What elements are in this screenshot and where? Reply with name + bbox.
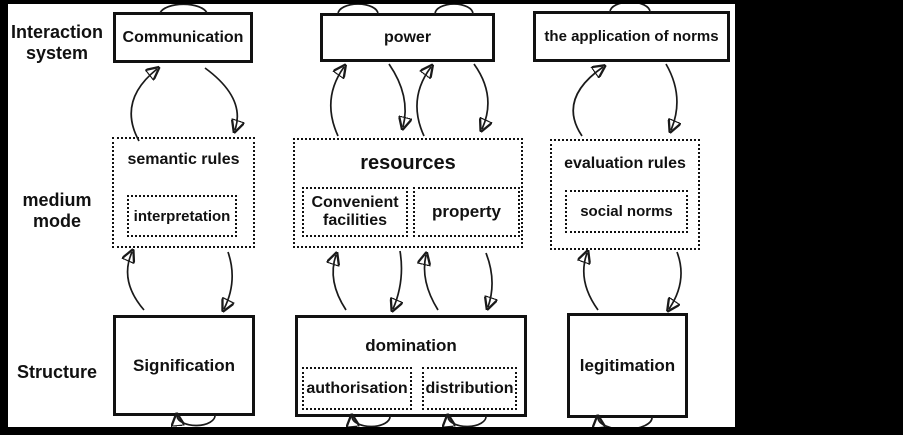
box-distribution: distribution: [422, 367, 517, 410]
box-signification: Signification: [113, 315, 255, 416]
frame-bottom: [0, 427, 903, 435]
box-semantic-rules: semantic rules interpretation: [112, 137, 255, 248]
box-communication-label: Communication: [122, 28, 244, 46]
box-authorisation-label: authorisation: [306, 379, 408, 397]
box-social-norms-label: social norms: [580, 203, 673, 220]
box-legitimation: legitimation: [567, 313, 688, 418]
row-label-interaction-system: Interaction system: [10, 22, 103, 64]
box-application-of-norms: the application of norms: [533, 11, 730, 62]
box-domination-label: domination: [365, 336, 457, 355]
box-evaluation-rules-label: evaluation rules: [564, 155, 686, 172]
box-resources: resources Convenient facilities property: [293, 138, 523, 248]
box-social-norms: social norms: [565, 190, 688, 233]
box-authorisation: authorisation: [302, 367, 412, 410]
frame-right: [735, 0, 903, 435]
box-property: property: [413, 187, 520, 237]
box-convenient-facilities: Convenient facilities: [302, 187, 408, 237]
box-interpretation-label: interpretation: [133, 207, 231, 225]
box-distribution-label: distribution: [425, 379, 514, 397]
box-convenient-facilities-label: Convenient facilities: [311, 193, 399, 229]
row-label-medium-mode: medium mode: [22, 190, 92, 232]
box-signification-label: Signification: [133, 355, 235, 375]
row-label-structure: Structure: [16, 362, 97, 382]
box-domination: domination authorisation distribution: [295, 315, 527, 417]
frame-top: [0, 0, 903, 4]
box-resources-label: resources: [360, 152, 456, 174]
box-legitimation-label: legitimation: [579, 355, 676, 375]
box-application-of-norms-label: the application of norms: [544, 28, 719, 45]
box-interpretation: interpretation: [127, 195, 237, 237]
box-property-label: property: [432, 202, 501, 221]
frame-left: [0, 0, 8, 435]
box-communication: Communication: [113, 12, 253, 63]
box-evaluation-rules: evaluation rules social norms: [550, 139, 700, 250]
box-semantic-rules-label: semantic rules: [127, 151, 240, 168]
box-power: power: [320, 13, 495, 62]
box-power-label: power: [383, 28, 432, 46]
